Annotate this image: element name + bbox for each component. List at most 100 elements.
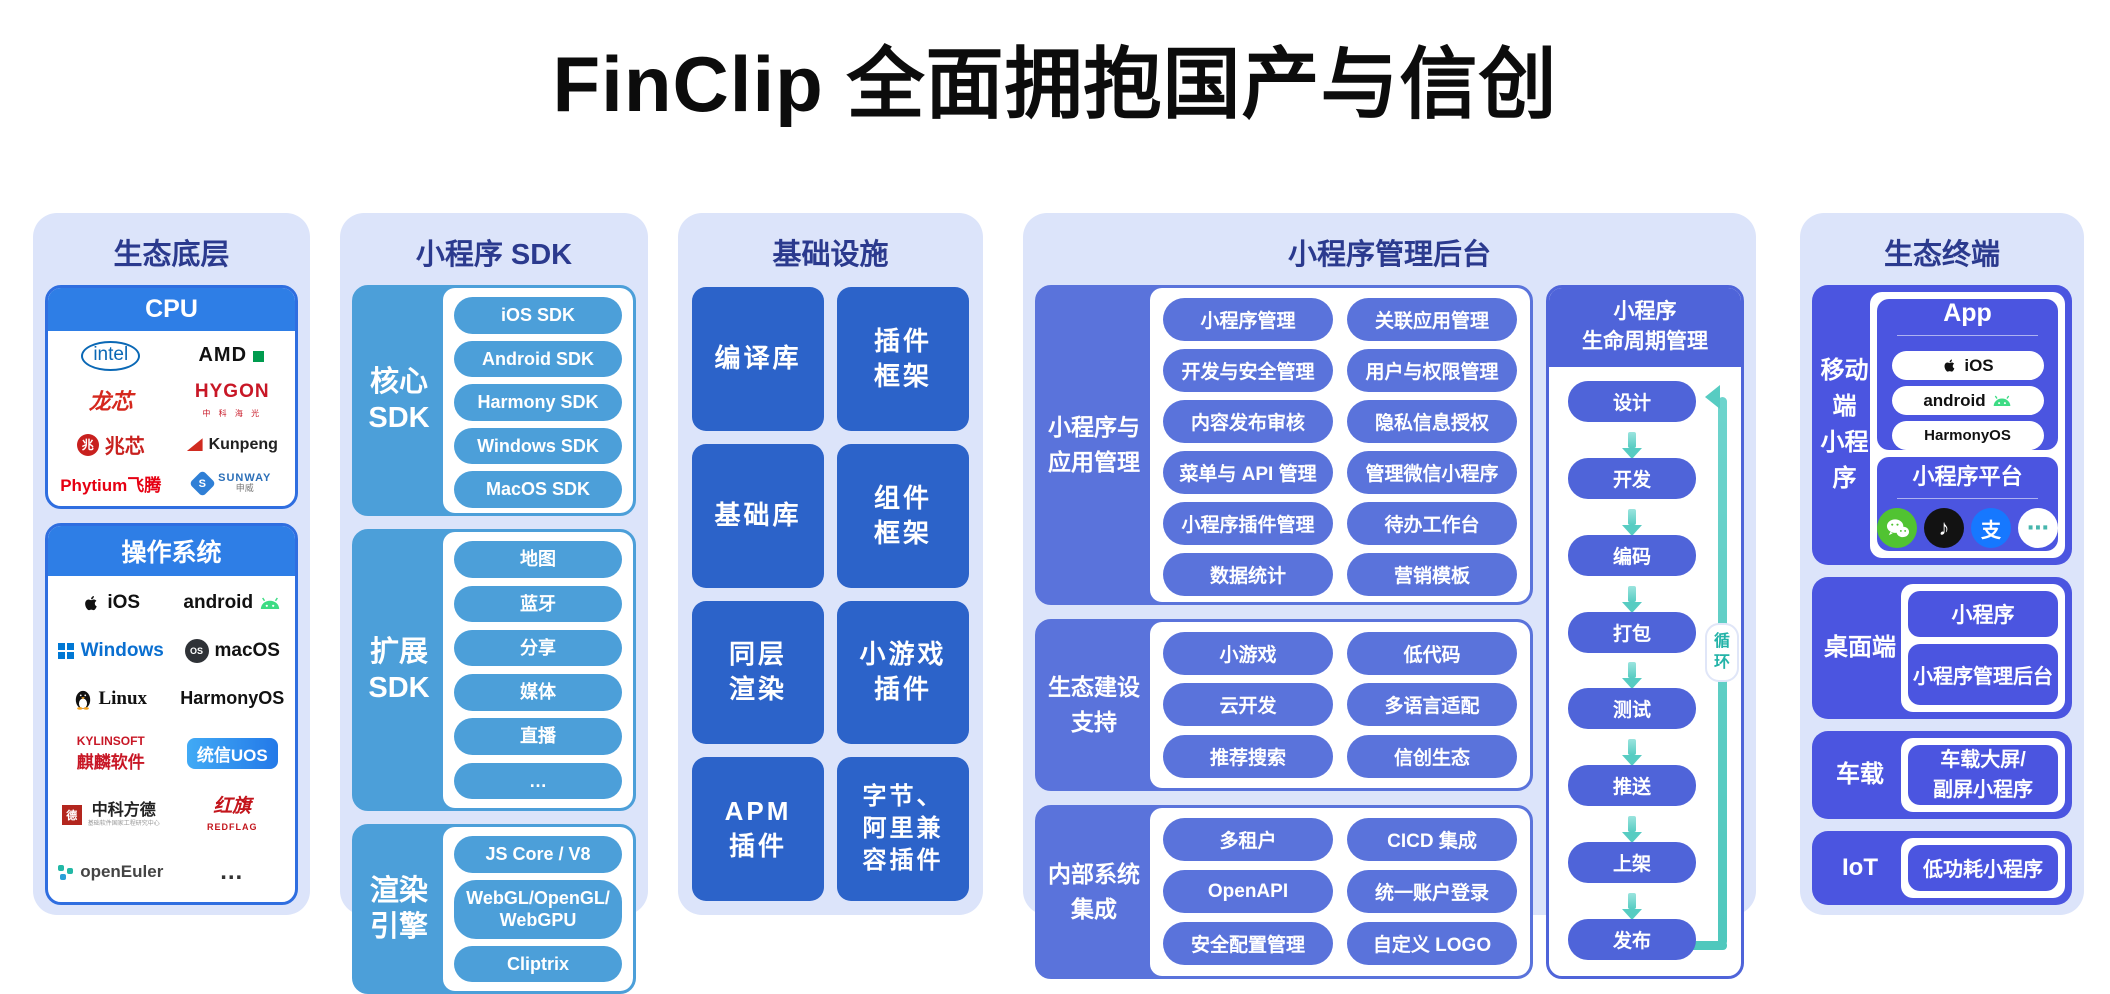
admin-column: 小程序管理后台 小程序与 应用管理 小程序管理 关联应用管理 开发与安全管理 用… xyxy=(1023,213,1756,979)
apple-icon xyxy=(85,596,98,611)
harmonyos-logo-text: HarmonyOS xyxy=(180,688,285,709)
amd-mark-icon xyxy=(253,349,267,363)
iot-terminal-body: 低功耗小程序 xyxy=(1901,837,2065,898)
kunpeng-logo: Kunpeng xyxy=(186,430,278,459)
app-card: App iOS android HarmonyOS xyxy=(1877,299,2058,450)
lifecycle-panel: 小程序 生命周期管理 循 环 设计 开发 编码 打包 测试 推送 上架 xyxy=(1546,285,1744,979)
internal-integration-label: 内部系统 集成 xyxy=(1048,861,1140,922)
mobile-terminal-label: 移动端 小程序 xyxy=(1820,356,1869,492)
terminal-column: 生态终端 移动端 小程序 App iOS android HarmonyOS 小… xyxy=(1800,213,2084,915)
internal-integration-section: 内部系统 集成 多租户 CICD 集成 OpenAPI 统一账户登录 安全配置管… xyxy=(1035,804,1533,979)
app-management-pills: 小程序管理 关联应用管理 开发与安全管理 用户与权限管理 内容发布审核 隐私信息… xyxy=(1150,288,1530,602)
sdk-pill: 分享 xyxy=(454,629,622,667)
sdk-pill: JS Core / V8 xyxy=(454,836,622,873)
flow-arrow-icon xyxy=(1628,508,1636,525)
fangde-logo-text: 中科方德 xyxy=(91,801,156,819)
lifecycle-header: 小程序 生命周期管理 xyxy=(1549,288,1741,367)
windows-icon xyxy=(57,642,65,650)
phytium-logo-text: Phytium飞腾 xyxy=(60,475,162,495)
wechat-icon xyxy=(1877,508,1917,549)
infra-tile: 基础库 xyxy=(692,443,824,588)
hygon-logo-text: HYGON xyxy=(194,381,270,403)
admin-pill: 低代码 xyxy=(1347,632,1517,676)
harmonyos-logo: HarmonyOS xyxy=(180,688,284,710)
fangde-logo: 德中科方德基础软件国家工程研究中心 xyxy=(61,797,160,832)
android-logo-text: android xyxy=(183,592,254,614)
sdk-pill: Android SDK xyxy=(454,340,622,377)
android-robot-icon xyxy=(1993,395,2011,406)
fangde-text-stack: 中科方德基础软件国家工程研究中心 xyxy=(88,801,160,827)
sdk-pill: 地图 xyxy=(454,541,622,578)
flow-arrow-icon xyxy=(1628,739,1636,756)
android-robot-icon xyxy=(260,597,280,609)
app-management-label: 小程序与 应用管理 xyxy=(1048,414,1140,475)
os-card-header: 操作系统 xyxy=(48,525,295,576)
sdk-pill: Cliptrix xyxy=(454,945,622,983)
admin-pill: 用户与权限管理 xyxy=(1347,349,1517,392)
harmonyos-pill: HarmonyOS xyxy=(1891,421,2044,450)
eco-support-section: 生态建设 支持 小游戏 低代码 云开发 多语言适配 推荐搜索 信创生态 xyxy=(1035,618,1533,791)
infra-tile: 字节、 阿里兼 容插件 xyxy=(837,757,969,901)
openeuler-mark-icon xyxy=(58,864,65,871)
sunway-logo-text: SUNWAY xyxy=(218,471,272,484)
admin-pill: 小程序插件管理 xyxy=(1163,502,1333,545)
terminal-header: 生态终端 xyxy=(1883,239,2000,271)
eco-support-pills: 小游戏 低代码 云开发 多语言适配 推荐搜索 信创生态 xyxy=(1150,621,1530,788)
redflag-logo-text: 红旗 xyxy=(213,796,252,818)
hygon-logo-subtext: 中 科 海 光 xyxy=(202,409,263,419)
eco-support-label: 生态建设 支持 xyxy=(1048,674,1140,735)
amd-logo: AMD xyxy=(198,341,267,371)
admin-pill: 隐私信息授权 xyxy=(1347,400,1517,443)
admin-pill: 云开发 xyxy=(1163,683,1333,727)
desktop-terminal-label: 桌面端 xyxy=(1824,633,1896,661)
loongson-logo-text: 龙芯 xyxy=(88,389,133,415)
macos-logo-text: macOS xyxy=(214,639,280,661)
uos-logo-text: 统信UOS xyxy=(186,738,278,770)
extension-sdk-label: 扩展 SDK xyxy=(368,635,430,705)
admin-pill: 菜单与 API 管理 xyxy=(1163,451,1333,494)
kunpeng-logo-text: Kunpeng xyxy=(208,435,278,453)
linux-logo: Linux xyxy=(74,688,147,710)
sdk-pill: … xyxy=(454,762,622,800)
cycle-badge: 循 环 xyxy=(1705,622,1739,682)
flow-arrow-icon xyxy=(1628,585,1636,602)
extension-sdk-block: 扩展 SDK 地图 蓝牙 分享 媒体 直播 … xyxy=(352,528,636,812)
lifecycle-step: 推送 xyxy=(1568,765,1696,807)
lifecycle-step: 打包 xyxy=(1568,611,1696,653)
lifecycle-step: 测试 xyxy=(1568,688,1696,730)
infra-tile: 插件 框架 xyxy=(837,287,969,431)
linux-logo-text: Linux xyxy=(98,687,148,709)
phytium-logo: Phytium飞腾 xyxy=(60,471,161,496)
iot-terminal-label: IoT xyxy=(1842,853,1878,881)
admin-pill: 关联应用管理 xyxy=(1347,298,1517,341)
iot-terminal-row: IoT 低功耗小程序 xyxy=(1812,830,2072,905)
admin-pill: 自定义 LOGO xyxy=(1347,922,1517,966)
admin-pill: 安全配置管理 xyxy=(1163,922,1333,966)
sunway-logo-subtext: 申威 xyxy=(235,483,254,494)
infra-grid: 编译库 插件 框架 基础库 组件 框架 同层 渲染 小游戏 插件 APM 插件 … xyxy=(690,285,971,905)
infra-tile: 组件 框架 xyxy=(837,443,969,588)
sdk-pill: MacOS SDK xyxy=(454,471,622,508)
render-engine-label: 渲染 引擎 xyxy=(369,874,428,943)
miniapp-platform-card: 小程序平台 ♪ 支 ⋯ xyxy=(1877,457,2058,551)
sdk-blocks: 核心 SDK iOS SDK Android SDK Harmony SDK W… xyxy=(352,285,636,994)
desktop-terminal-row: 桌面端 小程序 小程序管理后台 xyxy=(1812,576,2072,719)
terminal-rows: 移动端 小程序 App iOS android HarmonyOS 小程序平台 … xyxy=(1812,285,2072,905)
admin-pill: 小游戏 xyxy=(1163,632,1333,676)
divider xyxy=(1896,335,2039,336)
core-sdk-pills: iOS SDK Android SDK Harmony SDK Windows … xyxy=(443,288,633,513)
vehicle-terminal-row: 车载 车载大屏/ 副屏小程序 xyxy=(1812,730,2072,819)
core-sdk-label: 核心 SDK xyxy=(368,366,430,435)
admin-pill: 统一账户登录 xyxy=(1347,870,1517,914)
ios-pill-text: iOS xyxy=(1964,355,1994,375)
sunway-mark-letter: S xyxy=(198,477,207,490)
kylin-logo-subtext: 麒麟软件 xyxy=(76,753,145,773)
